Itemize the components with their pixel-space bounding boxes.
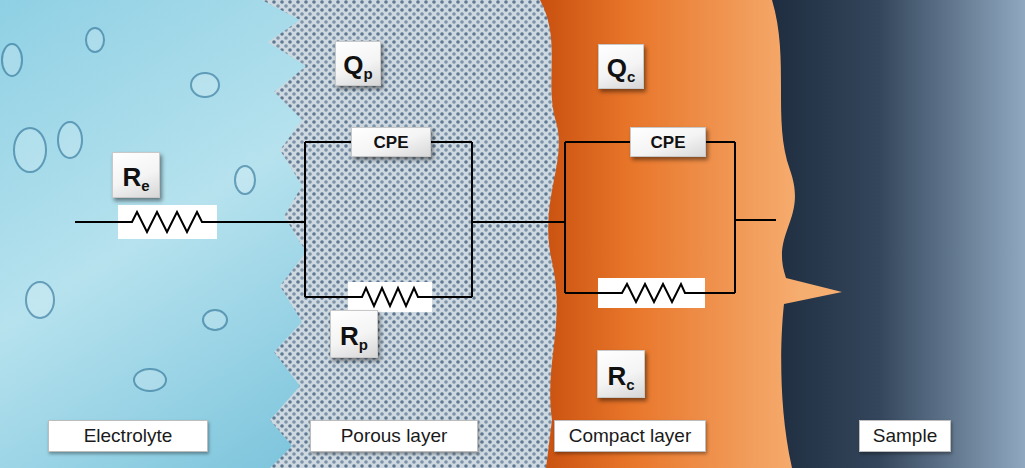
region-label: Porous layer xyxy=(310,420,478,452)
symbol-name: Qc xyxy=(607,49,636,84)
resistor-zigzag xyxy=(118,212,217,232)
symbol-name: Qp xyxy=(343,46,372,81)
region-label: Electrolyte xyxy=(48,420,208,452)
resistor-zigzag xyxy=(598,284,705,302)
region-label: Sample xyxy=(859,420,951,452)
symbol-label: Re xyxy=(112,152,160,198)
layer-name: Sample xyxy=(873,426,937,447)
wire xyxy=(734,142,736,293)
resistor-symbol xyxy=(118,205,217,239)
bubble xyxy=(235,166,255,194)
bubble xyxy=(203,310,227,330)
symbol-label: Qc xyxy=(598,44,644,89)
wire xyxy=(472,221,565,223)
symbol-name: CPE xyxy=(374,134,409,151)
wire xyxy=(471,142,473,297)
resistor-ground xyxy=(348,282,432,312)
compact-region xyxy=(0,0,842,468)
bubble xyxy=(58,122,82,158)
layer-name: Compact layer xyxy=(569,426,692,447)
porous-region xyxy=(0,0,559,468)
symbol-label: Qp xyxy=(335,41,381,86)
cpe-element: CPE xyxy=(351,127,431,157)
circuit-wires xyxy=(75,142,776,297)
layer-name: Porous layer xyxy=(341,426,448,447)
resistor-ground xyxy=(118,205,217,239)
bubble xyxy=(14,128,46,172)
resistor-symbol xyxy=(598,278,705,308)
bubble xyxy=(191,73,219,97)
bubble xyxy=(86,28,104,52)
layer-name: Electrolyte xyxy=(84,426,173,447)
bubble xyxy=(2,44,22,76)
wire xyxy=(735,219,776,221)
symbol-name: Rc xyxy=(607,357,634,392)
cpe-element: CPE xyxy=(630,127,706,157)
bubble xyxy=(134,369,166,391)
symbol-label: Rc xyxy=(597,350,645,398)
wire xyxy=(564,142,566,293)
symbol-name: Rp xyxy=(340,317,368,352)
bubble xyxy=(26,282,54,318)
region-label: Compact layer xyxy=(554,420,706,452)
wire xyxy=(304,142,306,297)
resistor-ground xyxy=(598,278,705,308)
symbol-label: Rp xyxy=(330,310,378,358)
electrolyte-region xyxy=(0,0,306,468)
symbol-name: Re xyxy=(122,158,149,193)
bubbles xyxy=(2,28,255,391)
resistor-symbol xyxy=(348,282,432,312)
resistor-zigzag xyxy=(348,288,432,306)
symbol-name: CPE xyxy=(651,134,686,151)
